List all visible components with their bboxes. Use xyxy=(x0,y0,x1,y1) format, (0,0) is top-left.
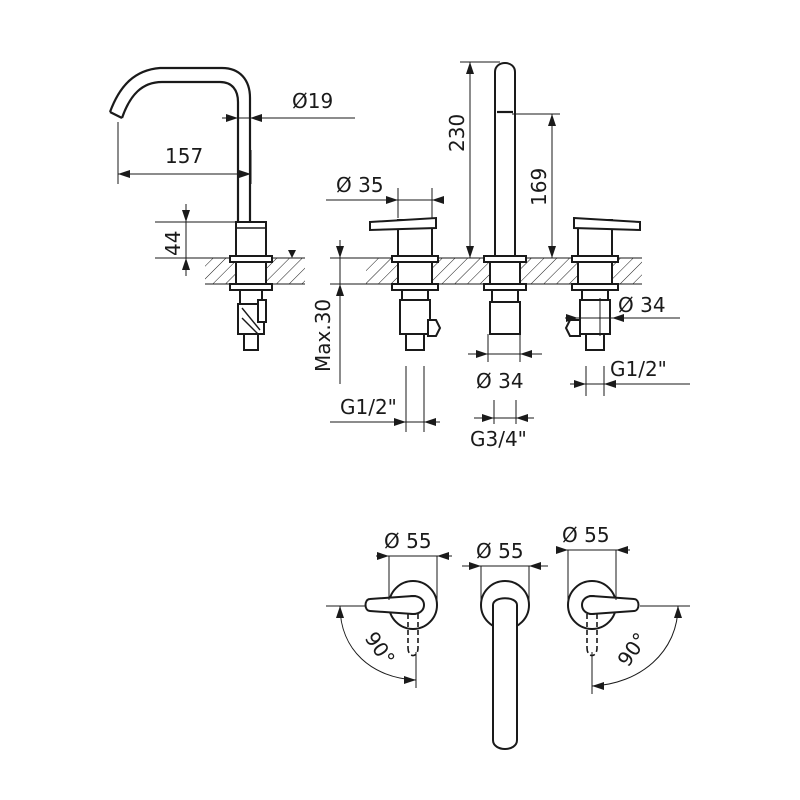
dim-spout-reach: 157 xyxy=(165,144,203,168)
dim-outlet-height: 169 xyxy=(527,168,551,206)
front-view: 230 169 Ø 35 Max.30 Ø 34 Ø 34 xyxy=(311,61,690,451)
left-plate xyxy=(364,580,438,657)
dim-base-height: 44 xyxy=(161,231,185,256)
right-plate xyxy=(567,580,640,657)
dim-center-shank: Ø 34 xyxy=(476,369,524,393)
dim-right-shank: Ø 34 xyxy=(618,293,666,317)
top-view: Ø 55 Ø 55 Ø 55 90° 90° xyxy=(326,523,690,750)
centre-spout xyxy=(483,62,527,335)
dim-left-thread: G1/2" xyxy=(340,395,397,419)
dim-center-thread: G3/4" xyxy=(470,427,527,451)
dim-spout-diameter: Ø19 xyxy=(292,89,333,113)
dim-right-thread: G1/2" xyxy=(610,357,667,381)
spout-tube xyxy=(108,66,252,222)
dim-max-deck: Max.30 xyxy=(311,299,335,372)
dim-handle-diameter: Ø 35 xyxy=(336,173,384,197)
centre-plate xyxy=(480,580,530,750)
dim-plate-center: Ø 55 xyxy=(476,539,524,563)
spout-side-view: 157 Ø19 44 xyxy=(108,66,355,351)
dim-plate-right: Ø 55 xyxy=(562,523,610,547)
right-handle xyxy=(564,216,641,351)
dim-rotation-right: 90° xyxy=(612,628,652,671)
dim-plate-left: Ø 55 xyxy=(384,529,432,553)
dim-rotation-left: 90° xyxy=(360,627,400,670)
left-handle xyxy=(369,216,442,351)
dim-spout-height: 230 xyxy=(445,114,469,152)
